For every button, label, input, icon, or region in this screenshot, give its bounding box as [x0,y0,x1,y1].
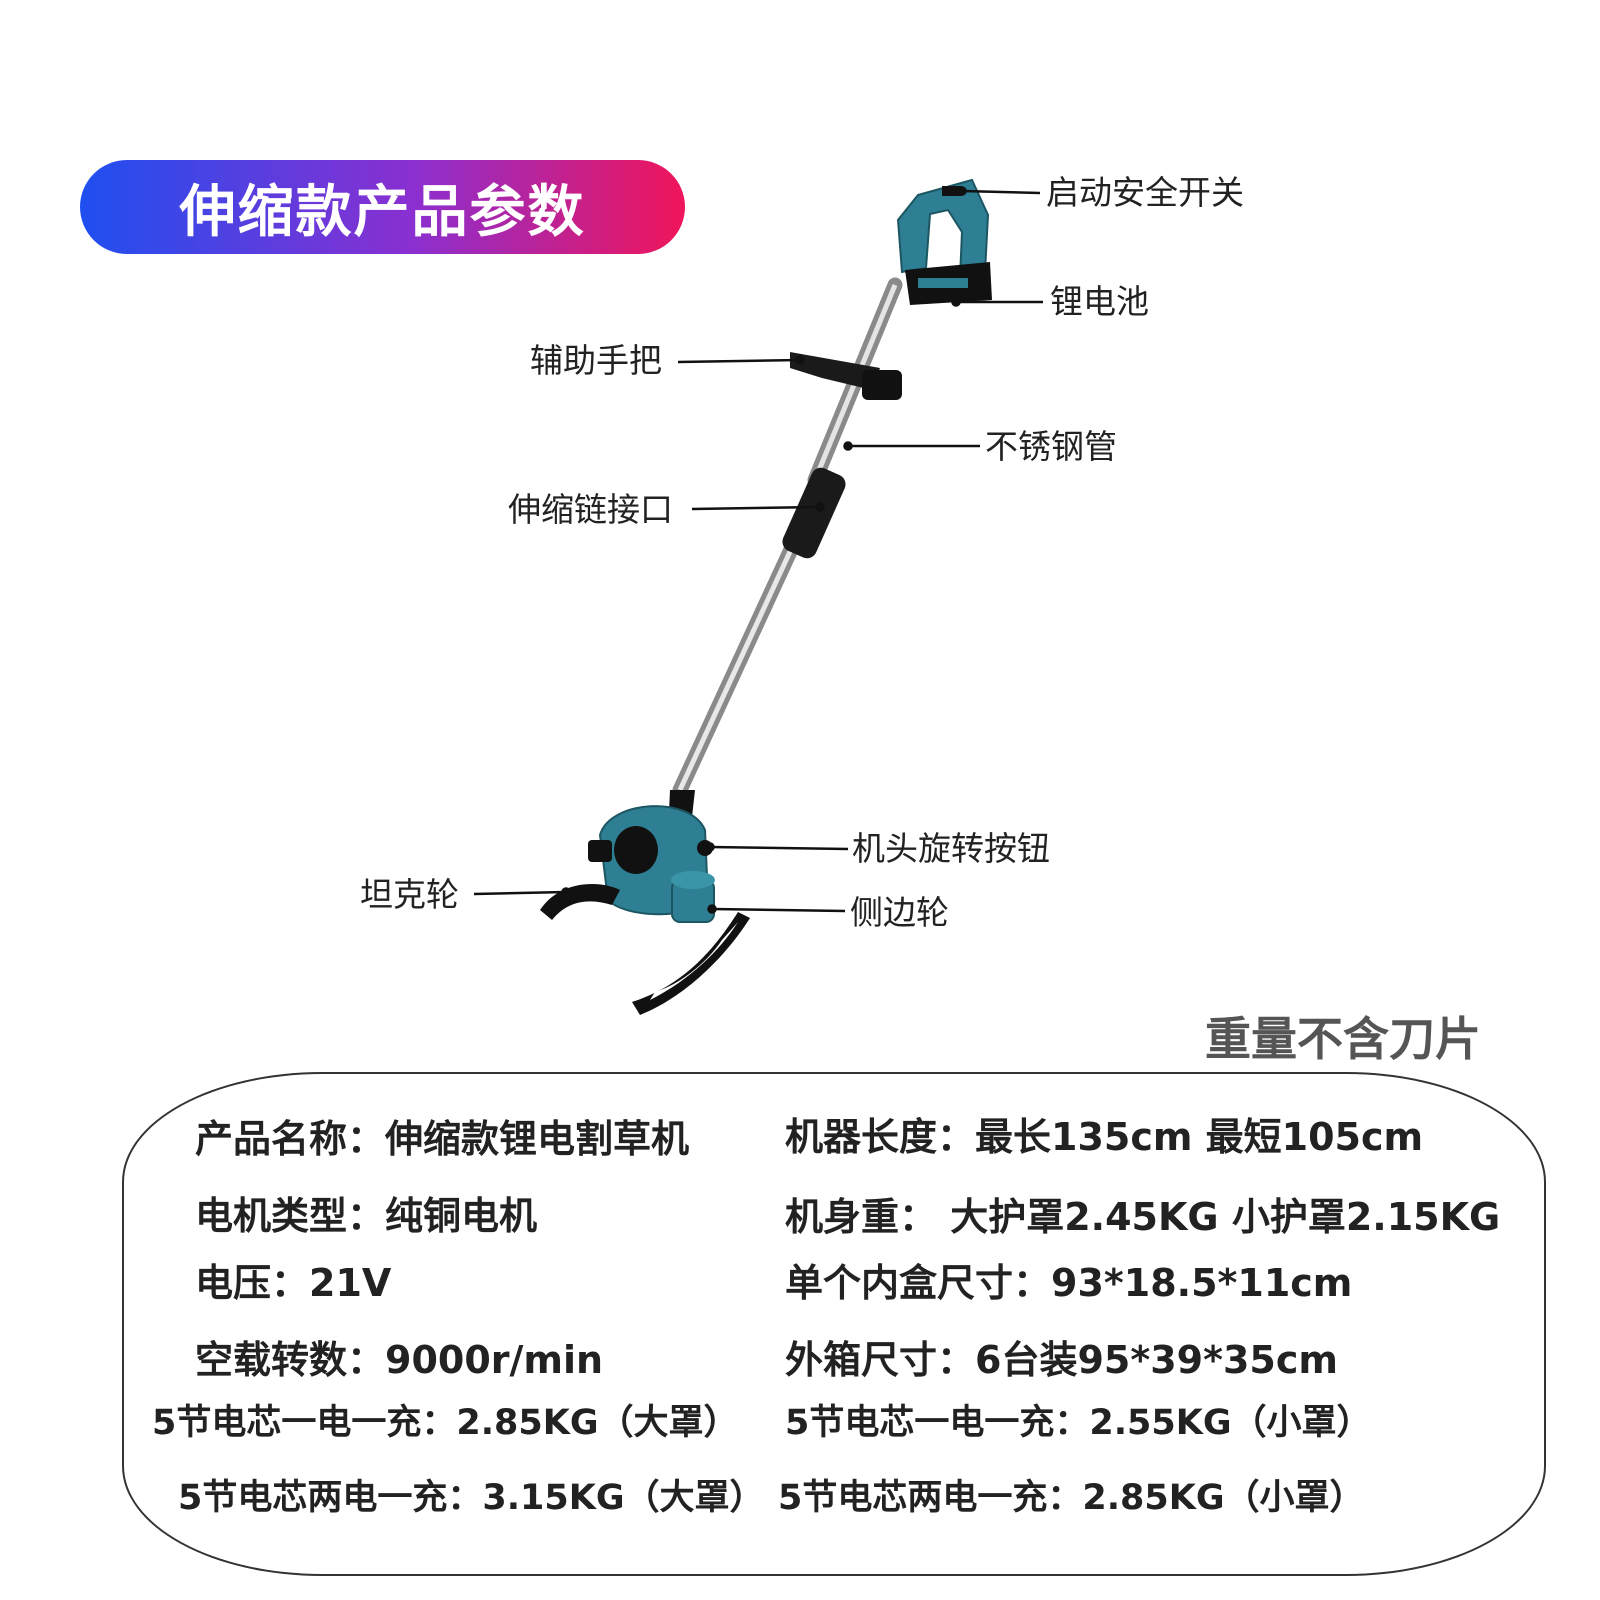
spec-inner-box: 单个内盒尺寸：93*18.5*11cm [785,1261,1353,1305]
callout-side-wheel: 侧边轮 [850,893,949,932]
spec-set1-big: 5节电芯一电一充：2.85KG（大罩） [152,1403,739,1443]
motor-head [588,790,715,923]
spec-voltage: 电压：21V [195,1261,392,1305]
spec-weight: 机身重： 大护罩2.45KG 小护罩2.15KG [785,1195,1501,1239]
banner-title: 伸缩款产品参数 [179,179,586,245]
grass-trimmer-illustration [473,178,1043,1015]
callout-tank-wheel: 坦克轮 [360,875,459,914]
spec-product-name: 产品名称：伸缩款锂电割草机 [195,1117,690,1161]
aux-handle [790,352,902,400]
spec-length: 机器长度：最长135cm 最短105cm [785,1115,1424,1159]
top-handle [896,178,992,305]
spec-set1-small: 5节电芯一电一充：2.55KG（小罩） [785,1403,1372,1443]
leader-tank-wheel [473,890,567,896]
spec-set2-big: 5节电芯两电一充：3.15KG（大罩） [178,1478,765,1518]
side-wheel-skid [632,912,750,1015]
leader-aux-handle [677,358,801,364]
callout-telescopic-joint: 伸缩链接口 [508,490,673,529]
leader-side-wheel [711,907,846,913]
spec-speed: 空载转数：9000r/min [195,1338,604,1382]
leader-safety-switch [961,189,1041,195]
telescopic-joint [782,467,846,559]
title-banner: 伸缩款产品参数 [80,160,685,254]
callout-steel-tube: 不锈钢管 [985,427,1117,466]
callout-aux-handle: 辅助手把 [530,341,662,380]
specs-panel [122,1072,1546,1576]
leader-head-rotate [709,845,849,851]
tank-wheel-skid [540,884,620,920]
weight-note: 重量不含刀片 [1205,1012,1481,1066]
spec-outer-box: 外箱尺寸：6台装95*39*35cm [785,1338,1338,1382]
callout-battery: 锂电池 [1050,282,1149,321]
callout-safety-switch: 启动安全开关 [1046,173,1244,212]
spec-motor: 电机类型：纯铜电机 [195,1194,538,1238]
callout-head-rotate-button: 机头旋转按钮 [852,829,1050,868]
spec-set2-small: 5节电芯两电一充：2.85KG（小罩） [778,1478,1365,1518]
leader-telescopic-joint [691,505,821,511]
